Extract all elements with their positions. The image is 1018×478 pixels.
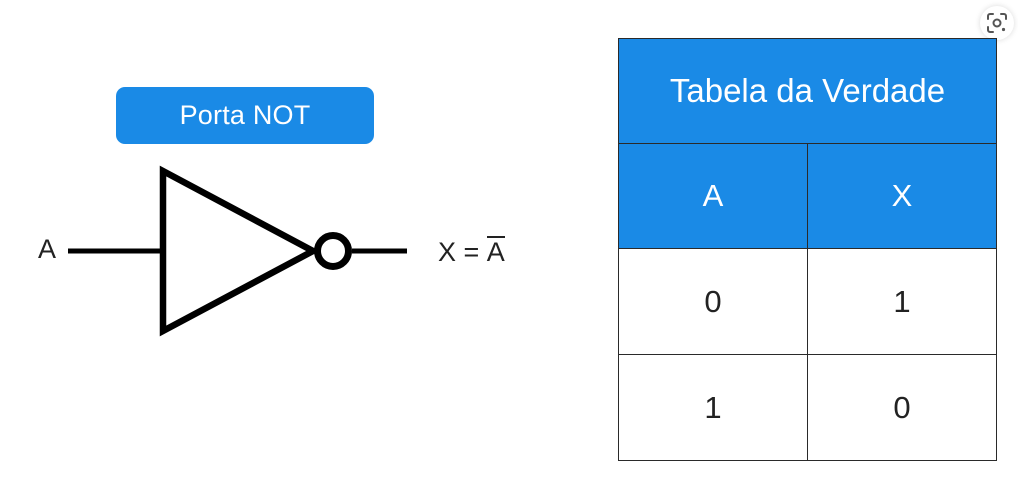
table-cell: 0 — [807, 354, 997, 461]
truth-table-header-row: A X — [618, 143, 997, 249]
output-prefix: X = — [438, 237, 487, 267]
output-expression: X = A — [438, 236, 505, 266]
table-row: 1 0 — [618, 354, 997, 461]
lens-glyph-icon — [987, 13, 1007, 33]
truth-table-title: Tabela da Verdade — [618, 38, 997, 144]
negated-input: A — [486, 236, 505, 267]
truth-table-title-row: Tabela da Verdade — [618, 38, 997, 144]
table-cell: 1 — [807, 248, 997, 355]
gate-title-badge: Porta NOT — [116, 87, 374, 144]
truth-table: Tabela da Verdade A X 0 1 1 0 — [618, 38, 997, 461]
table-cell: 1 — [618, 354, 808, 461]
column-header-x: X — [807, 143, 997, 249]
table-row: 0 1 — [618, 248, 997, 355]
lens-search-icon[interactable] — [980, 6, 1014, 40]
table-cell: 0 — [618, 248, 808, 355]
inversion-bubble — [314, 232, 352, 270]
column-header-a: A — [618, 143, 808, 249]
gate-triangle — [159, 165, 320, 337]
input-label: A — [38, 234, 57, 264]
